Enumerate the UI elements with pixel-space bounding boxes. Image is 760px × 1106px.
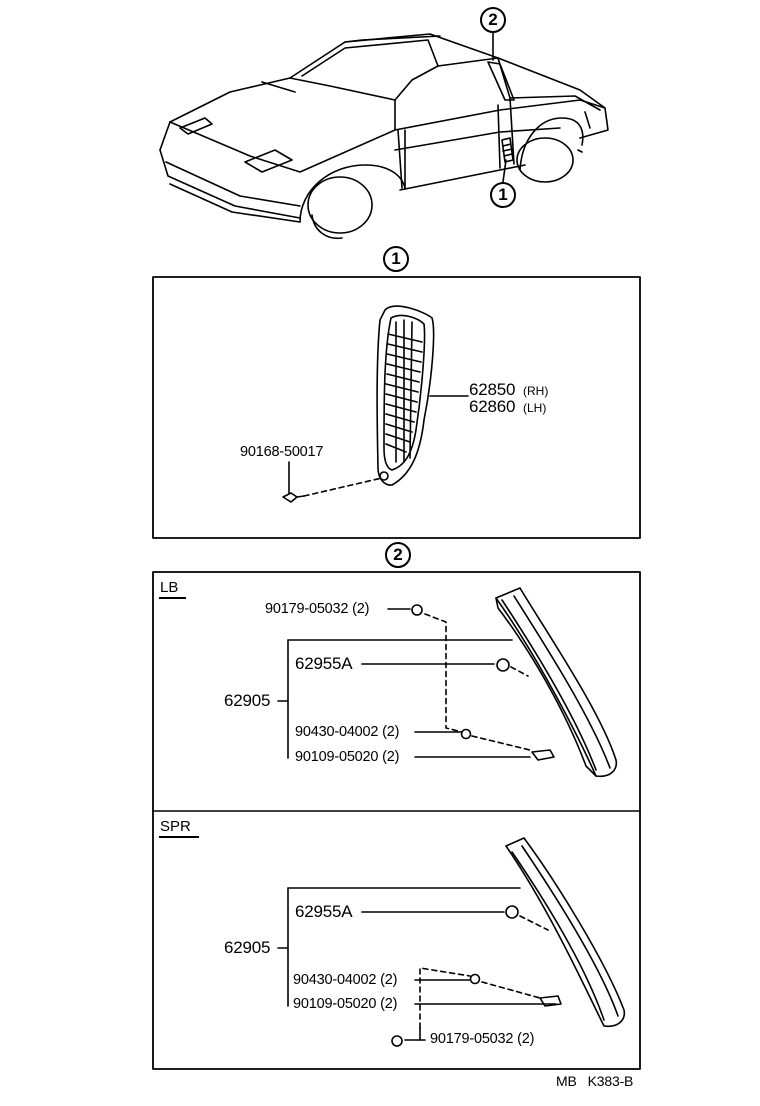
- lb-garnish-drawing: [277, 587, 618, 778]
- lb-label-underline: [159, 597, 186, 599]
- car-illustration: [159, 32, 609, 240]
- spr-part-62955a: 62955A: [295, 902, 353, 921]
- spr-part-90430-04002: 90430-04002 (2): [293, 972, 398, 988]
- callout-2-car: 2: [480, 7, 506, 33]
- diagram-code: MB K383-B: [556, 1073, 634, 1089]
- lb-part-90430-04002: 90430-04002 (2): [295, 724, 400, 740]
- part-number-90168-50017: 90168-50017: [240, 444, 324, 460]
- lh-label: (LH): [523, 401, 547, 415]
- part-number-62860: 62860: [469, 397, 516, 416]
- lb-part-90109-05020: 90109-05020 (2): [295, 749, 400, 765]
- part-number-62850: 62850: [469, 380, 516, 399]
- lb-assembly-62905: 62905: [224, 691, 271, 710]
- spr-garnish-drawing: [277, 837, 626, 1047]
- callout-1-section-marker: 1: [383, 246, 409, 272]
- spr-part-90179-05032: 90179-05032 (2): [430, 1031, 535, 1047]
- section-1-frame: [152, 276, 641, 539]
- section-2-frame: [152, 571, 641, 1070]
- spr-section-label: SPR: [160, 818, 191, 835]
- side-vent-grille-drawing: [282, 305, 469, 503]
- lb-section-label: LB: [160, 579, 179, 596]
- spr-assembly-62905: 62905: [224, 938, 271, 957]
- rh-label: (RH): [523, 384, 549, 398]
- lb-part-90179-05032: 90179-05032 (2): [265, 601, 370, 617]
- spr-part-90109-05020: 90109-05020 (2): [293, 996, 398, 1012]
- spr-label-underline: [159, 836, 199, 838]
- callout-1-car: 1: [490, 182, 516, 208]
- callout-2-section-marker: 2: [385, 542, 411, 568]
- lb-part-62955a: 62955A: [295, 654, 353, 673]
